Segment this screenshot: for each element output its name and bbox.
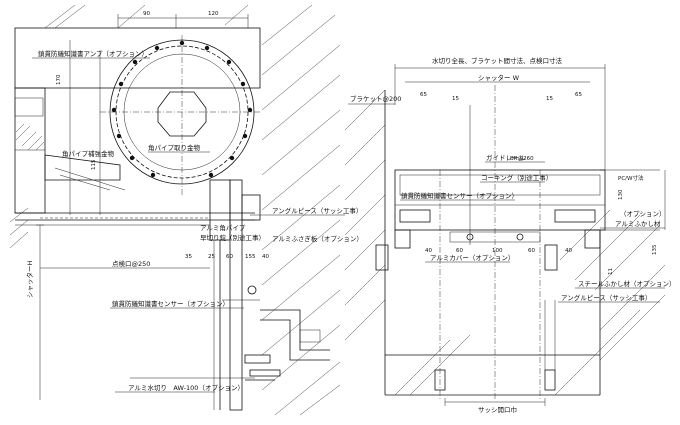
right-bottom-dim-5: 40 [565, 248, 572, 254]
right-top-dim-1: 65 [420, 92, 427, 98]
label-sensor-right: 鎮貫防蟻知識書センサー（オプション） [401, 191, 518, 200]
pipe-reinforce [44, 154, 121, 181]
left-bottom-dim-5: 40 [262, 254, 269, 260]
label-overall: 水切り全長、ブラケット間寸法、点検口寸法 [432, 56, 563, 65]
label-bracket-mount: 早切り錠（別途工事） [200, 233, 265, 242]
left-bottom-dim-4: 155 [245, 254, 256, 260]
left-top-dim-1: 90 [143, 11, 150, 17]
label-alum-pipe: アルミ角パイプ [200, 223, 246, 232]
shutter-drum [100, 35, 262, 195]
left-wall-hatch [9, 4, 341, 416]
right-bottom-dim-1: 40 [425, 248, 432, 254]
drum-bolts [111, 40, 253, 178]
right-bottom-dim-4: 60 [528, 248, 535, 254]
left-side-dim-2: 115 [91, 159, 97, 170]
right-top-dim-3: 15 [452, 96, 459, 102]
label-angle-piece-left: アングルピース（サッシ工事） [272, 206, 362, 215]
label-guide-dim: BR@260 [510, 156, 534, 162]
left-bottom-dim-2: 25 [208, 254, 215, 260]
label-lamp: 鎮貫防蟻知識書アンプ（オプション） [38, 49, 148, 58]
label-alum-cover-r: アルミふかし材 [615, 219, 661, 228]
right-side-dim-2: 135 [652, 244, 658, 255]
label-alum-cover: アルミふさぎ板（オプション） [272, 234, 363, 243]
left-bottom-dim-1: 35 [185, 254, 192, 260]
label-guide-rail: ガイドレール [486, 153, 526, 162]
label-opening-h: 点検口@250 [112, 259, 150, 268]
label-alum-cover-bar: アルミカバー（オプション） [430, 254, 514, 262]
lamp-housing-top [14, 27, 261, 89]
label-pc-note: PC/W寸法 [618, 174, 644, 182]
label-bracket-pitch: ブラケット@200 [350, 94, 401, 103]
shutter-box [394, 169, 606, 249]
right-top-dim-4: 15 [546, 96, 553, 102]
label-pipe-bracket: 角パイプ取り金物 [148, 143, 201, 152]
right-bottom-rails [375, 244, 558, 391]
right-bottom-dim-2: 60 [456, 248, 463, 254]
label-reinforce: 角パイプ補強金物 [62, 149, 115, 158]
left-casing [14, 87, 46, 214]
right-bottom-dim-3: 100 [492, 248, 503, 254]
left-guide-column [209, 179, 261, 411]
left-top-dim-2: 120 [208, 11, 219, 17]
label-water-cut: アルミ水切り AW-100（オプション） [128, 383, 244, 392]
right-wall-hatch [344, 89, 666, 396]
right-elevation-view: 水切り全長、ブラケット間寸法、点検口寸法 シャッター W ブラケット@200 6… [344, 56, 676, 414]
label-sash-opening: サッシ開口巾 [478, 405, 517, 414]
label-caulking: コーキング（別途工事） [481, 173, 552, 182]
left-side-dim-1: 170 [56, 74, 62, 85]
left-section-view: 90 120 [9, 4, 363, 416]
label-steel-cover: スチールふかし材（オプション） [578, 279, 676, 288]
label-shutter-w: シャッター W [478, 73, 520, 82]
label-angle-piece-right: アングルピース（サッシ工事） [561, 293, 651, 302]
label-shutter-h: シャッターH [25, 261, 34, 299]
label-sensor-left: 鎮貫防蟻知識書センサー（オプション） [112, 299, 229, 308]
right-side-dim-3: 11 [608, 268, 614, 275]
left-sash-profile [244, 309, 330, 381]
label-option: （オプション） [620, 210, 666, 218]
right-top-dim-2: 65 [575, 92, 582, 98]
left-bottom-dim-3: 60 [226, 254, 233, 260]
right-side-dim-1: 130 [618, 189, 624, 200]
left-casing-hatch [15, 123, 45, 151]
